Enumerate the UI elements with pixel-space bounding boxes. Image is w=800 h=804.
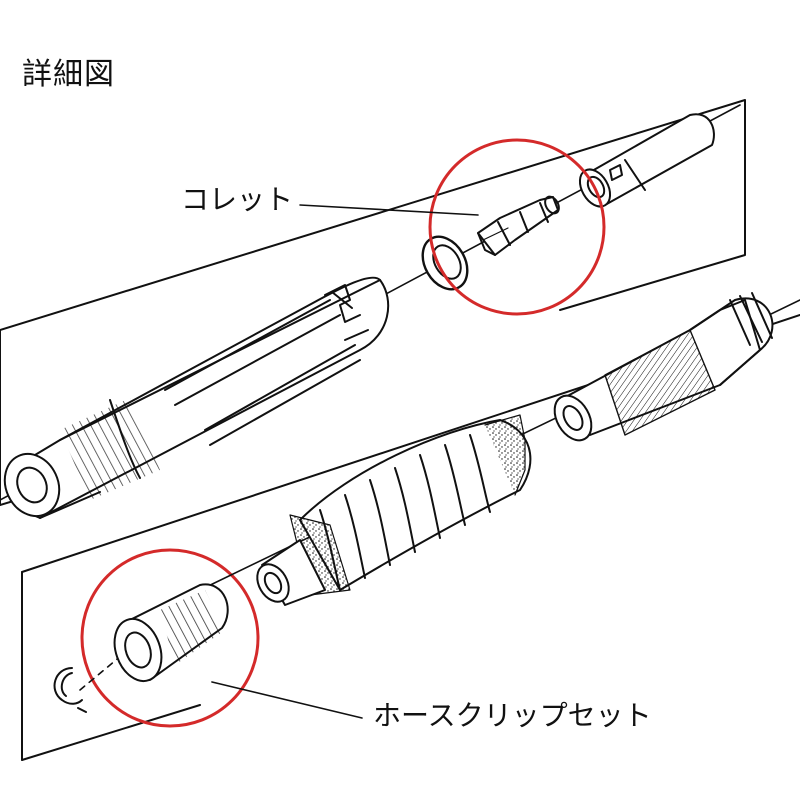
hose-clip-leader-line xyxy=(211,681,363,719)
hose-clip-set-label: ホースクリップセット xyxy=(373,699,652,732)
collet-leader-line xyxy=(299,204,479,216)
retaining-clip xyxy=(53,667,87,713)
figure-title: 詳細図 xyxy=(22,57,115,92)
grip-handle xyxy=(3,276,390,519)
ring-washer xyxy=(421,235,469,291)
hose-clip-highlight-circle xyxy=(80,548,260,728)
hose-nipple xyxy=(256,539,326,606)
corrugated-hose xyxy=(289,414,532,596)
collet-highlight-circle xyxy=(428,138,606,316)
collet-part xyxy=(477,195,560,256)
hose-clip-nut xyxy=(113,583,229,682)
tool-sleeve xyxy=(578,113,715,208)
connector-fitting xyxy=(553,292,774,442)
collet-label: コレット xyxy=(181,183,294,216)
